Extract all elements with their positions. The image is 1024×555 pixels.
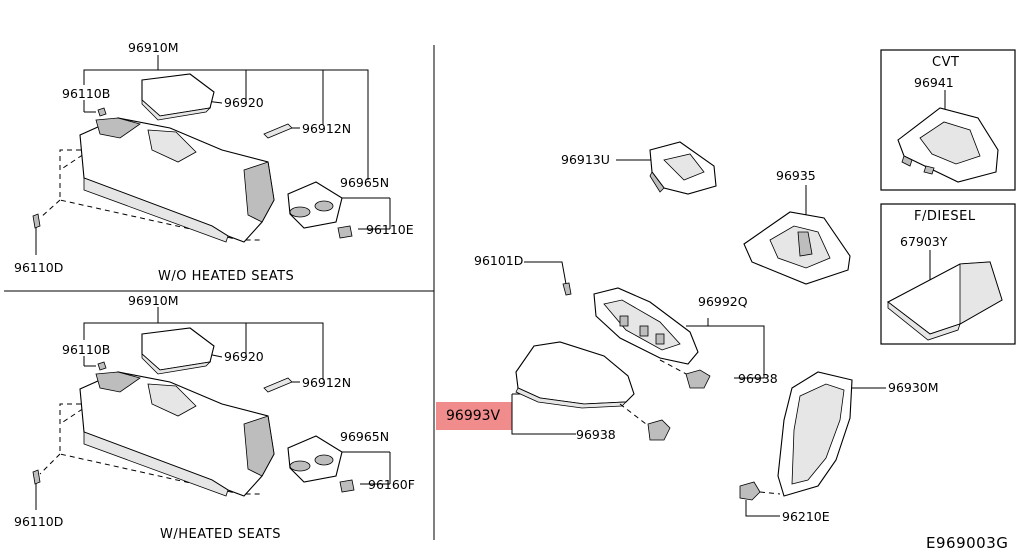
panel-diesel: F/DIESEL 67903Y: [880, 203, 1016, 345]
panel-without-heated-seats: 96910M 96110B 96920 96912N 96965N 96110E…: [14, 40, 414, 284]
label-96993v: 96993V: [446, 408, 501, 424]
trim-strip-heated: [263, 377, 293, 393]
panel-cvt: CVT 96941: [880, 49, 1016, 191]
panel-with-heated-seats: 96910M 96110B 96920 96912N 96965N 96160F…: [14, 293, 415, 542]
label-96913u: 96913U: [561, 152, 610, 167]
label-96941: 96941: [914, 75, 954, 90]
cvt-title: CVT: [932, 55, 959, 70]
label-96101d: 96101D: [474, 253, 523, 268]
label-96910m-heated: 96910M: [128, 293, 179, 308]
diagram-code: E969003G: [926, 534, 1008, 552]
label-96930m: 96930M: [888, 380, 939, 395]
label-96110d-heated: 96110D: [14, 514, 63, 529]
label-96938-upper: 96938: [738, 371, 778, 386]
panel-main-assembly: 96913U 96935 96101D 96992Q 96938 96993V: [436, 141, 939, 524]
label-96912n-heated: 96912N: [302, 375, 351, 390]
label-96935: 96935: [776, 168, 816, 183]
label-96920-heated: 96920: [224, 349, 264, 364]
label-96938-lower: 96938: [576, 427, 616, 442]
label-96912n: 96912N: [302, 121, 351, 136]
label-96110b: 96110B: [62, 86, 110, 101]
label-96110e: 96110E: [366, 222, 414, 237]
label-96210e: 96210E: [782, 509, 830, 524]
diesel-title: F/DIESEL: [914, 209, 976, 224]
label-96965n-heated: 96965N: [340, 429, 389, 444]
label-67903y: 67903Y: [900, 234, 948, 249]
trim-strip: [263, 123, 293, 139]
label-96920: 96920: [224, 95, 264, 110]
label-96110b-heated: 96110B: [62, 342, 110, 357]
label-96992q: 96992Q: [698, 294, 748, 309]
label-96910m: 96910M: [128, 40, 179, 55]
label-96160f: 96160F: [368, 477, 415, 492]
caption-with-heated-seats: W/HEATED SEATS: [160, 527, 281, 542]
highlight-96993v: [436, 402, 512, 430]
caption-without-heated-seats: W/O HEATED SEATS: [158, 269, 294, 284]
label-96110d: 96110D: [14, 260, 63, 275]
label-96965n: 96965N: [340, 175, 389, 190]
